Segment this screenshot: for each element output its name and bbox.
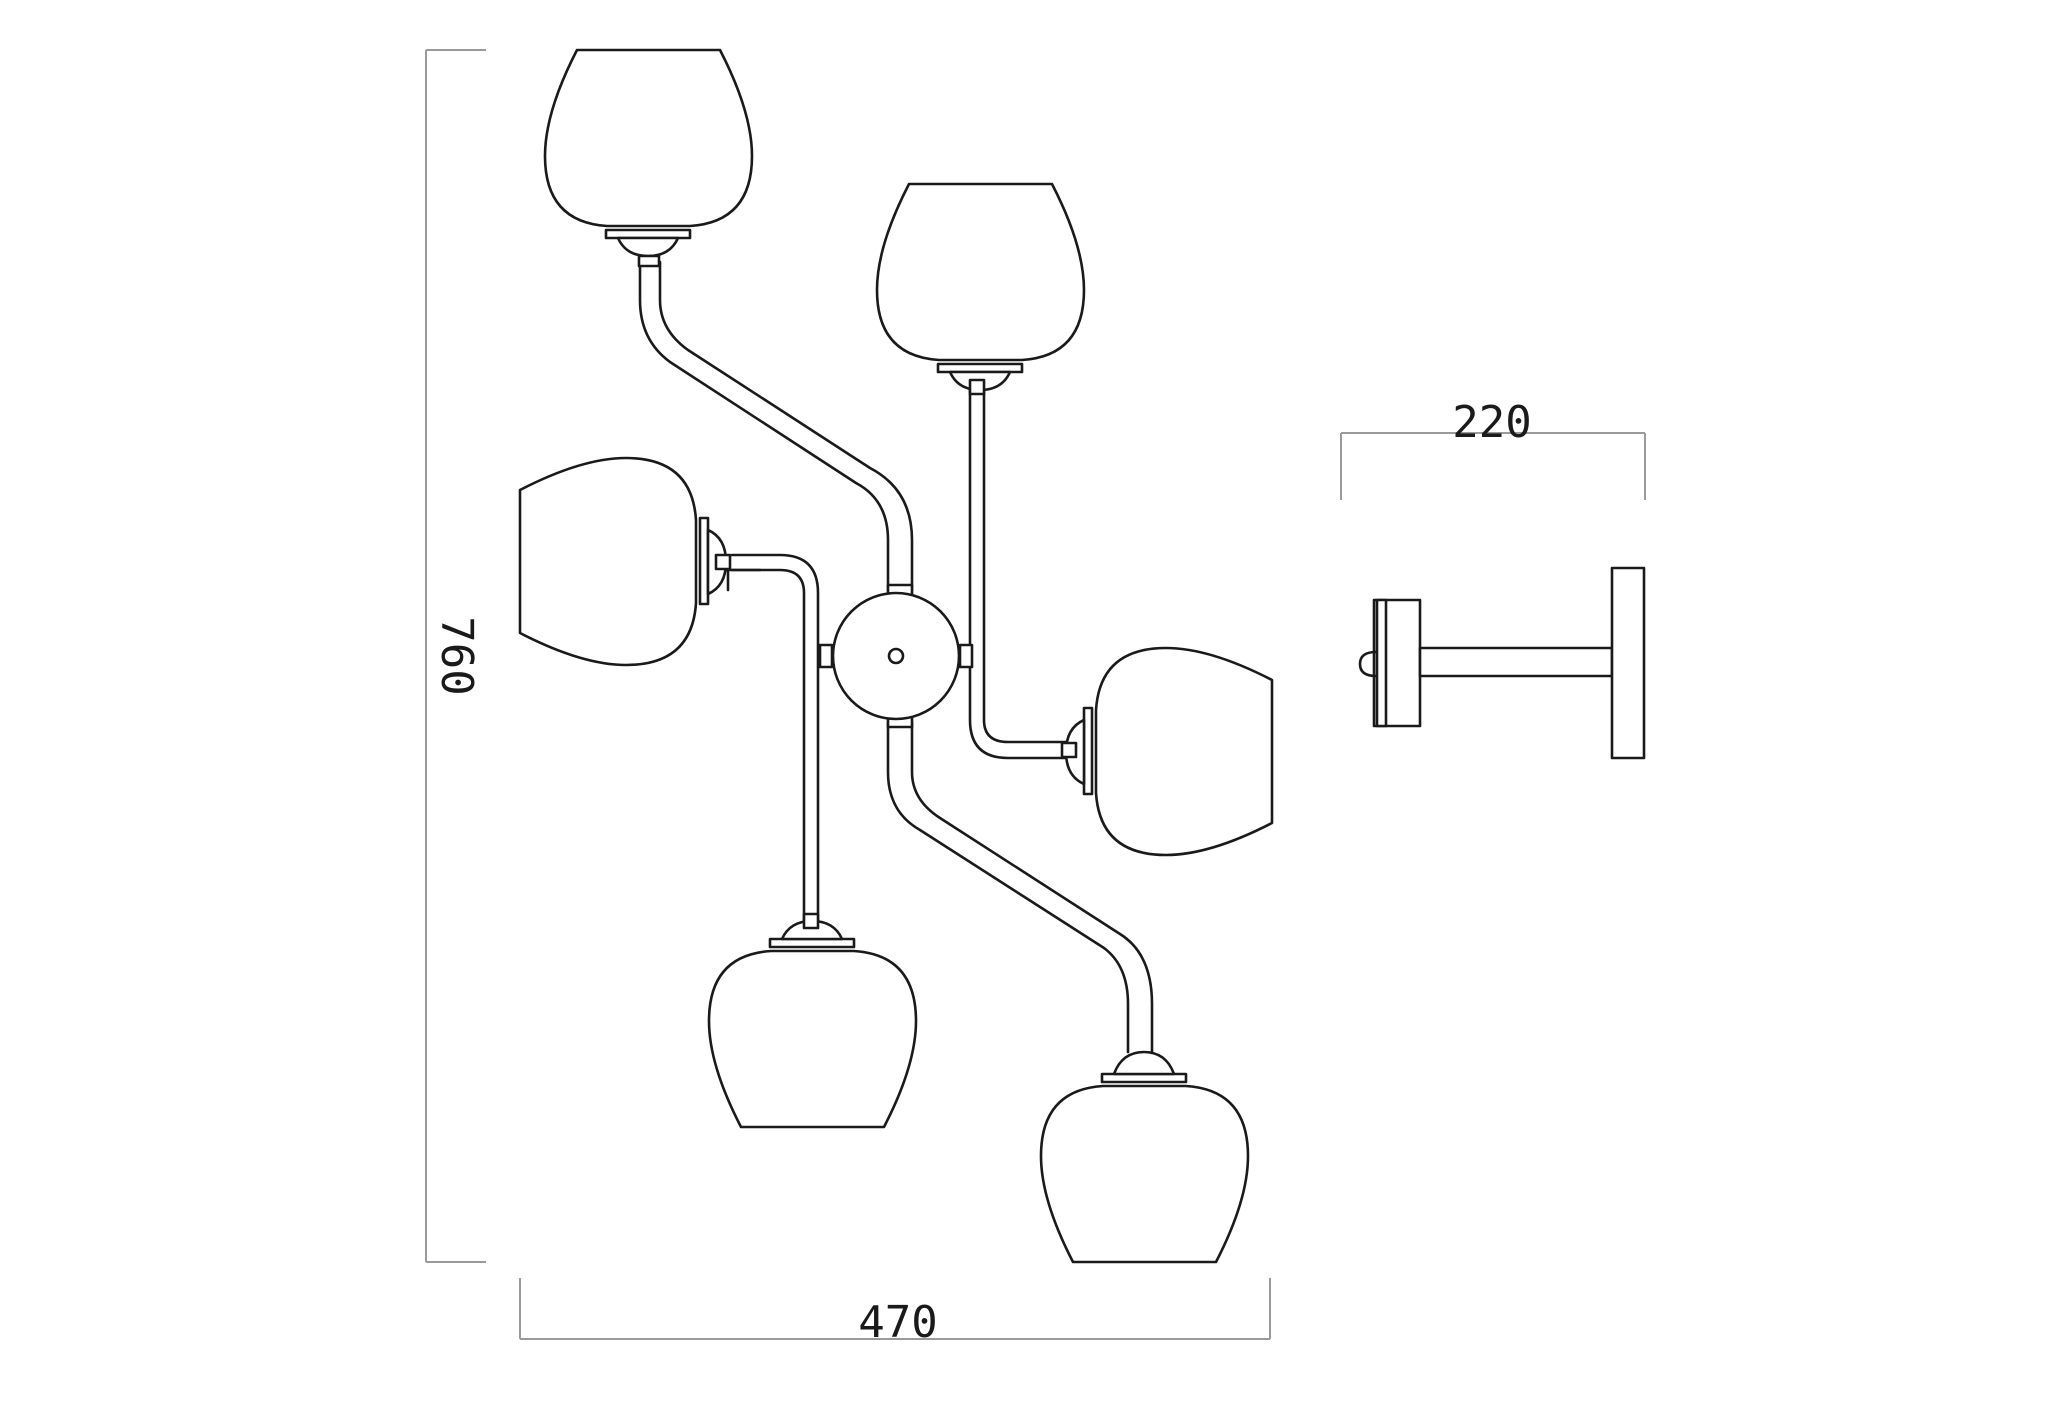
shade-top-left xyxy=(543,48,754,268)
depth-dimension: 220 xyxy=(1340,397,1646,500)
height-dimension: 760 xyxy=(425,49,486,1263)
width-dimension: 470 xyxy=(519,1278,1271,1348)
shade-right xyxy=(1060,646,1274,857)
shade-bottom-left xyxy=(707,912,918,1129)
side-fixing-screw xyxy=(1358,650,1378,678)
width-label: 470 xyxy=(858,1297,937,1348)
shade-bottom-right xyxy=(1039,1050,1250,1264)
side-view xyxy=(1358,566,1646,760)
shade-left xyxy=(518,456,732,667)
height-label: 760 xyxy=(431,616,482,695)
side-arm xyxy=(1418,646,1614,678)
arms xyxy=(638,260,1154,1054)
depth-label: 220 xyxy=(1452,397,1531,448)
central-hub xyxy=(831,591,961,721)
side-end-plate xyxy=(1610,566,1646,760)
shade-top-right xyxy=(875,182,1086,396)
